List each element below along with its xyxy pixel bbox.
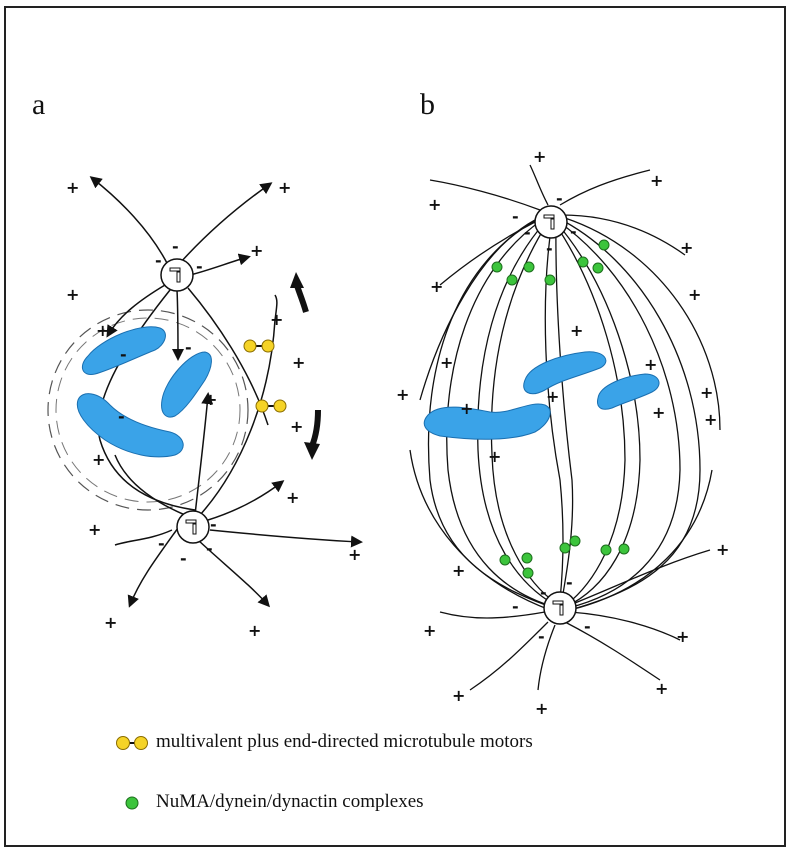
lower-astral-microtubules-b (439, 549, 711, 691)
polarity-signs: + + + + + + + + + + + + + + + - - - - - … (66, 147, 729, 718)
svg-text:-: - (584, 617, 591, 636)
svg-text:-: - (155, 251, 162, 270)
svg-text:-: - (524, 223, 531, 242)
sliding-arrow-down (309, 409, 321, 448)
lower-centrosome-a (176, 510, 210, 544)
panel-a-diagram (47, 176, 363, 608)
chromosome-a2 (161, 351, 212, 418)
lower-aster-microtubules (114, 294, 363, 608)
upper-centrosome-b (534, 205, 568, 239)
svg-text:+: + (452, 561, 465, 580)
svg-text:+: + (286, 488, 299, 507)
svg-text:+: + (292, 353, 305, 372)
svg-text:+: + (655, 679, 668, 698)
chromosome-a1 (81, 326, 166, 375)
legend-numa-label: NuMA/dynein/dynactin complexes (156, 791, 424, 812)
svg-text:+: + (66, 285, 79, 304)
svg-text:+: + (688, 285, 701, 304)
chromosome-b1 (423, 403, 551, 440)
numa-complexes (491, 239, 630, 579)
svg-text:-: - (540, 583, 547, 602)
svg-text:-: - (196, 257, 203, 276)
svg-text:+: + (204, 390, 217, 409)
chromosomes-panel-a (76, 326, 212, 458)
upper-centrosome-a (160, 258, 194, 292)
svg-text:-: - (118, 407, 125, 426)
svg-text:-: - (538, 627, 545, 646)
nuclear-envelope-outline (47, 309, 249, 511)
svg-text:+: + (430, 277, 443, 296)
upper-astral-microtubules-b (429, 164, 686, 286)
panel-label-b: b (420, 88, 435, 121)
svg-text:+: + (428, 195, 441, 214)
legend-motor-label: multivalent plus end-directed microtubul… (156, 731, 533, 752)
chromosome-b3 (597, 373, 660, 410)
svg-text:-: - (566, 573, 573, 592)
svg-text:+: + (716, 540, 729, 559)
svg-text:+: + (704, 410, 717, 429)
svg-text:-: - (512, 597, 519, 616)
panel-b-diagram (409, 164, 721, 691)
svg-text:+: + (452, 686, 465, 705)
svg-text:+: + (460, 399, 473, 418)
svg-text:+: + (250, 241, 263, 260)
svg-text:+: + (488, 447, 501, 466)
yellow-motor-upper (243, 339, 275, 353)
svg-text:+: + (66, 178, 79, 197)
svg-text:+: + (104, 613, 117, 632)
svg-text:-: - (206, 539, 213, 558)
svg-text:+: + (652, 403, 665, 422)
svg-text:+: + (92, 450, 105, 469)
svg-text:-: - (158, 534, 165, 553)
svg-text:-: - (180, 549, 187, 568)
green-dot-icon (125, 796, 139, 810)
yellow-motor-lower (255, 399, 287, 413)
svg-text:+: + (676, 627, 689, 646)
svg-text:-: - (120, 345, 127, 364)
svg-text:+: + (290, 417, 303, 436)
svg-text:-: - (185, 338, 192, 357)
chromosomes-panel-b (423, 351, 660, 440)
chromosome-b2 (523, 351, 607, 395)
svg-text:-: - (570, 222, 577, 241)
svg-text:-: - (172, 237, 179, 256)
svg-text:+: + (348, 545, 361, 564)
svg-text:+: + (650, 171, 663, 190)
svg-text:+: + (533, 147, 546, 166)
nuclear-envelope-inner (55, 317, 241, 503)
panel-label-a: a (32, 88, 46, 121)
svg-text:+: + (423, 621, 436, 640)
lower-centrosome-b (543, 591, 577, 625)
svg-text:+: + (248, 621, 261, 640)
svg-text:+: + (440, 353, 453, 372)
svg-text:+: + (396, 385, 409, 404)
svg-text:+: + (644, 355, 657, 374)
svg-text:+: + (96, 321, 109, 340)
svg-text:+: + (570, 321, 583, 340)
chromosome-a3 (76, 393, 184, 458)
svg-text:-: - (512, 207, 519, 226)
svg-text:+: + (680, 238, 693, 257)
svg-text:+: + (278, 178, 291, 197)
svg-text:+: + (535, 699, 548, 718)
svg-text:-: - (546, 239, 553, 258)
svg-text:+: + (546, 387, 559, 406)
svg-text:-: - (556, 189, 563, 208)
yellow-motor-icon (116, 736, 148, 750)
svg-text:-: - (210, 515, 217, 534)
svg-text:+: + (700, 383, 713, 402)
svg-text:+: + (270, 310, 283, 329)
svg-text:+: + (88, 520, 101, 539)
